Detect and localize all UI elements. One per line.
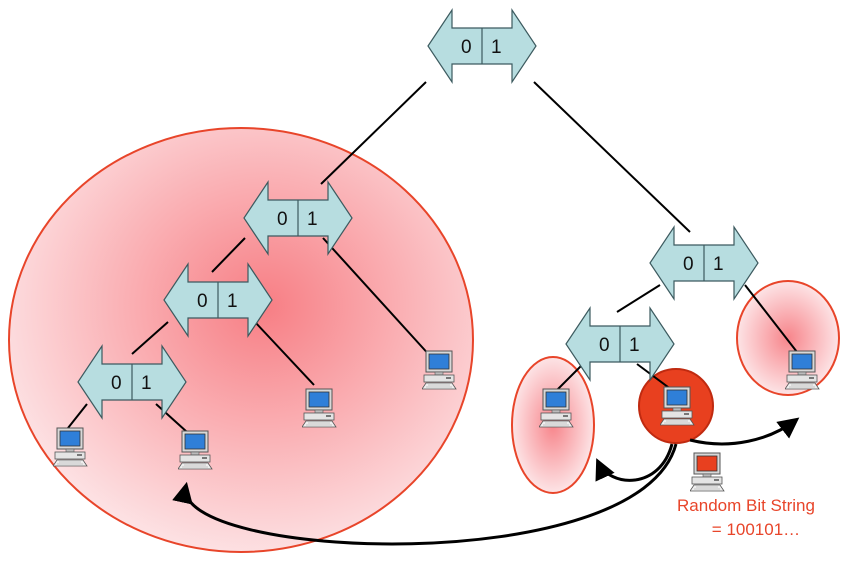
node-bit-1: 1 [141, 373, 152, 394]
node-bit-1: 1 [491, 37, 502, 58]
tree-node-left-l3: 0 1 [77, 344, 187, 420]
node-bit-0: 0 [683, 254, 694, 275]
left-subtree-region [8, 127, 474, 553]
node-bit-1: 1 [713, 254, 724, 275]
arrow-to-leaf-a [595, 443, 674, 482]
tree-node-left-l2: 0 1 [163, 262, 273, 338]
node-bit-0: 0 [461, 37, 472, 58]
node-bit-1: 1 [307, 209, 318, 230]
caption-line-2: = 100101… [712, 520, 800, 539]
computer-icon [690, 452, 725, 492]
computer-icon [660, 386, 695, 426]
node-bit-0: 0 [111, 373, 122, 394]
computer-icon [785, 350, 820, 390]
arrow-to-leaf-b [689, 417, 800, 446]
computer-icon [539, 388, 574, 428]
tree-node-right-l1: 0 1 [649, 225, 759, 301]
computer-icon [302, 388, 337, 428]
tree-node-right-l2: 0 1 [565, 306, 675, 382]
node-bit-0: 0 [277, 209, 288, 230]
tree-edges [67, 81, 798, 433]
arrow-to-left-subtree [172, 443, 678, 546]
routing-arrows [172, 417, 800, 546]
node-bit-1: 1 [227, 291, 238, 312]
node-bit-1: 1 [629, 335, 640, 356]
tree-node-root: 0 1 [427, 8, 537, 84]
computer-icon [178, 430, 213, 470]
node-bit-0: 0 [599, 335, 610, 356]
node-bit-0: 0 [197, 291, 208, 312]
computer-icon [422, 350, 457, 390]
caption-line-1: Random Bit String [677, 496, 815, 515]
computer-icon [53, 427, 88, 467]
tree-node-left-l1: 0 1 [243, 180, 353, 256]
